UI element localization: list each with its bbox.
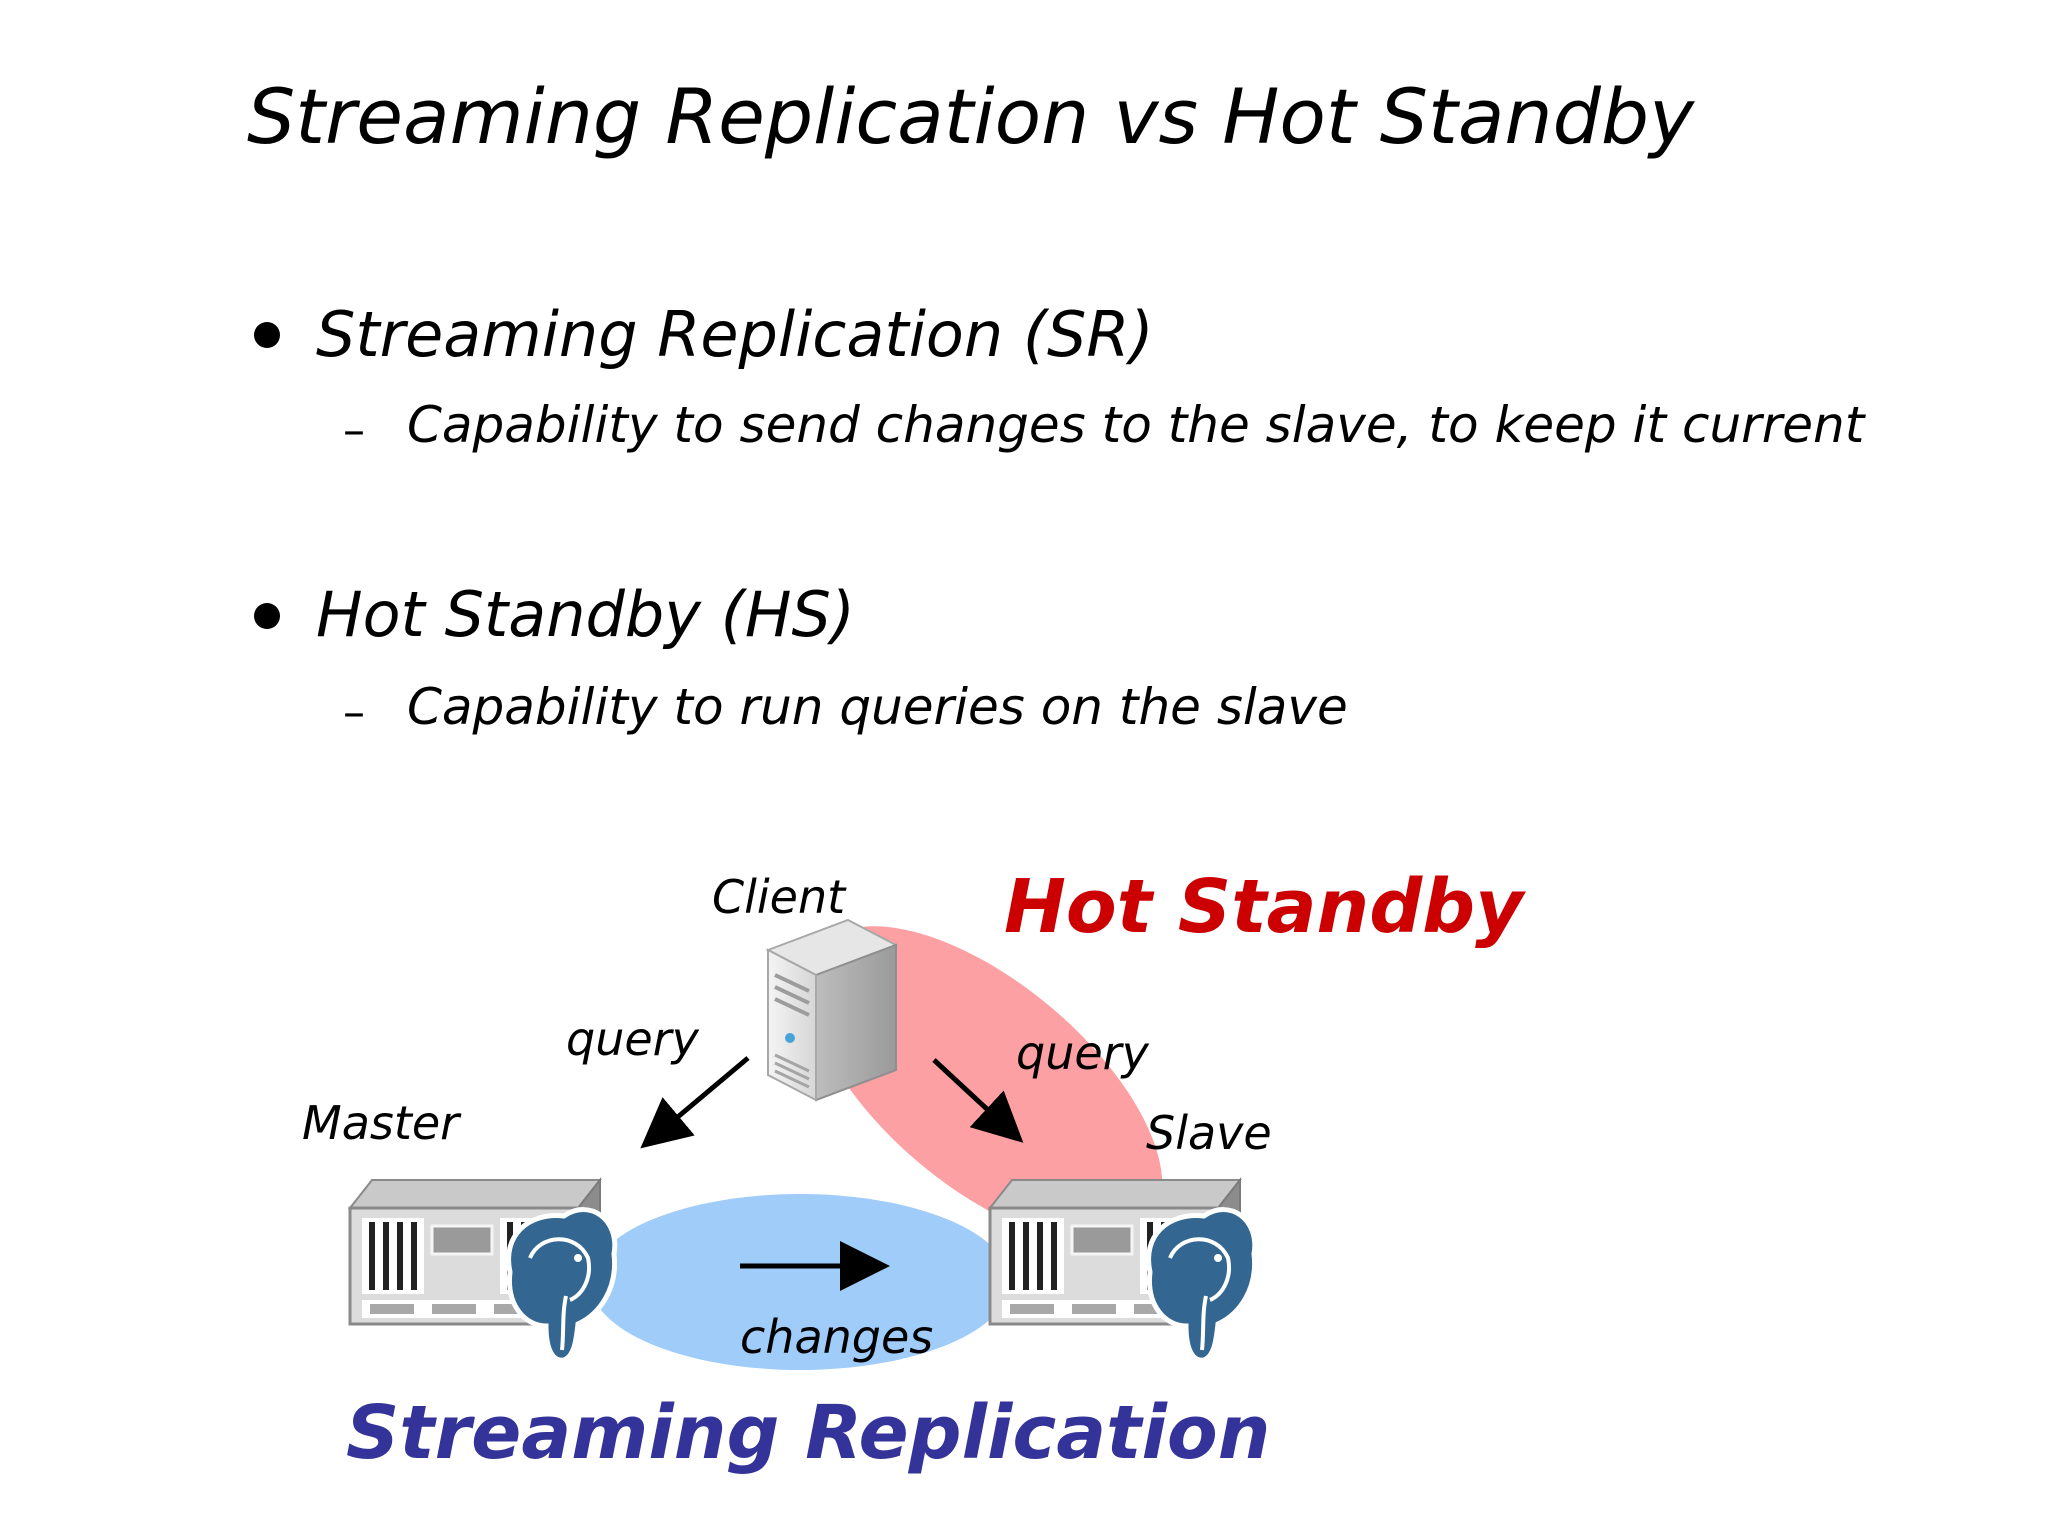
changes-label: changes bbox=[740, 1310, 934, 1364]
sub-bullet-hs-description: Capability to run queries on the slave bbox=[407, 678, 1348, 736]
server-tower-icon bbox=[765, 918, 899, 1102]
bullet-streaming-replication: Streaming Replication (SR) bbox=[316, 298, 1154, 371]
bullet-hot-standby: Hot Standby (HS) bbox=[316, 578, 855, 651]
slide-title: Streaming Replication vs Hot Standby bbox=[247, 72, 1695, 161]
streaming-replication-zone bbox=[590, 1194, 1010, 1370]
master-label: Master bbox=[302, 1096, 460, 1150]
bullet-dot bbox=[254, 322, 280, 348]
postgresql-elephant-icon bbox=[506, 1207, 618, 1363]
streaming-replication-label: Streaming Replication bbox=[346, 1390, 1271, 1476]
dash-marker: – bbox=[343, 405, 365, 456]
client-label: Client bbox=[712, 870, 846, 924]
slave-label: Slave bbox=[1146, 1106, 1272, 1160]
query-right-label: query bbox=[1016, 1026, 1149, 1080]
bullet-dot bbox=[254, 603, 280, 629]
postgresql-elephant-icon bbox=[1146, 1207, 1258, 1363]
query-left-label: query bbox=[566, 1012, 699, 1066]
sub-bullet-sr-description: Capability to send changes to the slave,… bbox=[407, 396, 1865, 454]
hot-standby-label: Hot Standby bbox=[1004, 864, 1524, 950]
dash-marker: – bbox=[343, 687, 365, 738]
arrow-icon bbox=[932, 1058, 1024, 1143]
arrow-icon bbox=[640, 1056, 750, 1149]
